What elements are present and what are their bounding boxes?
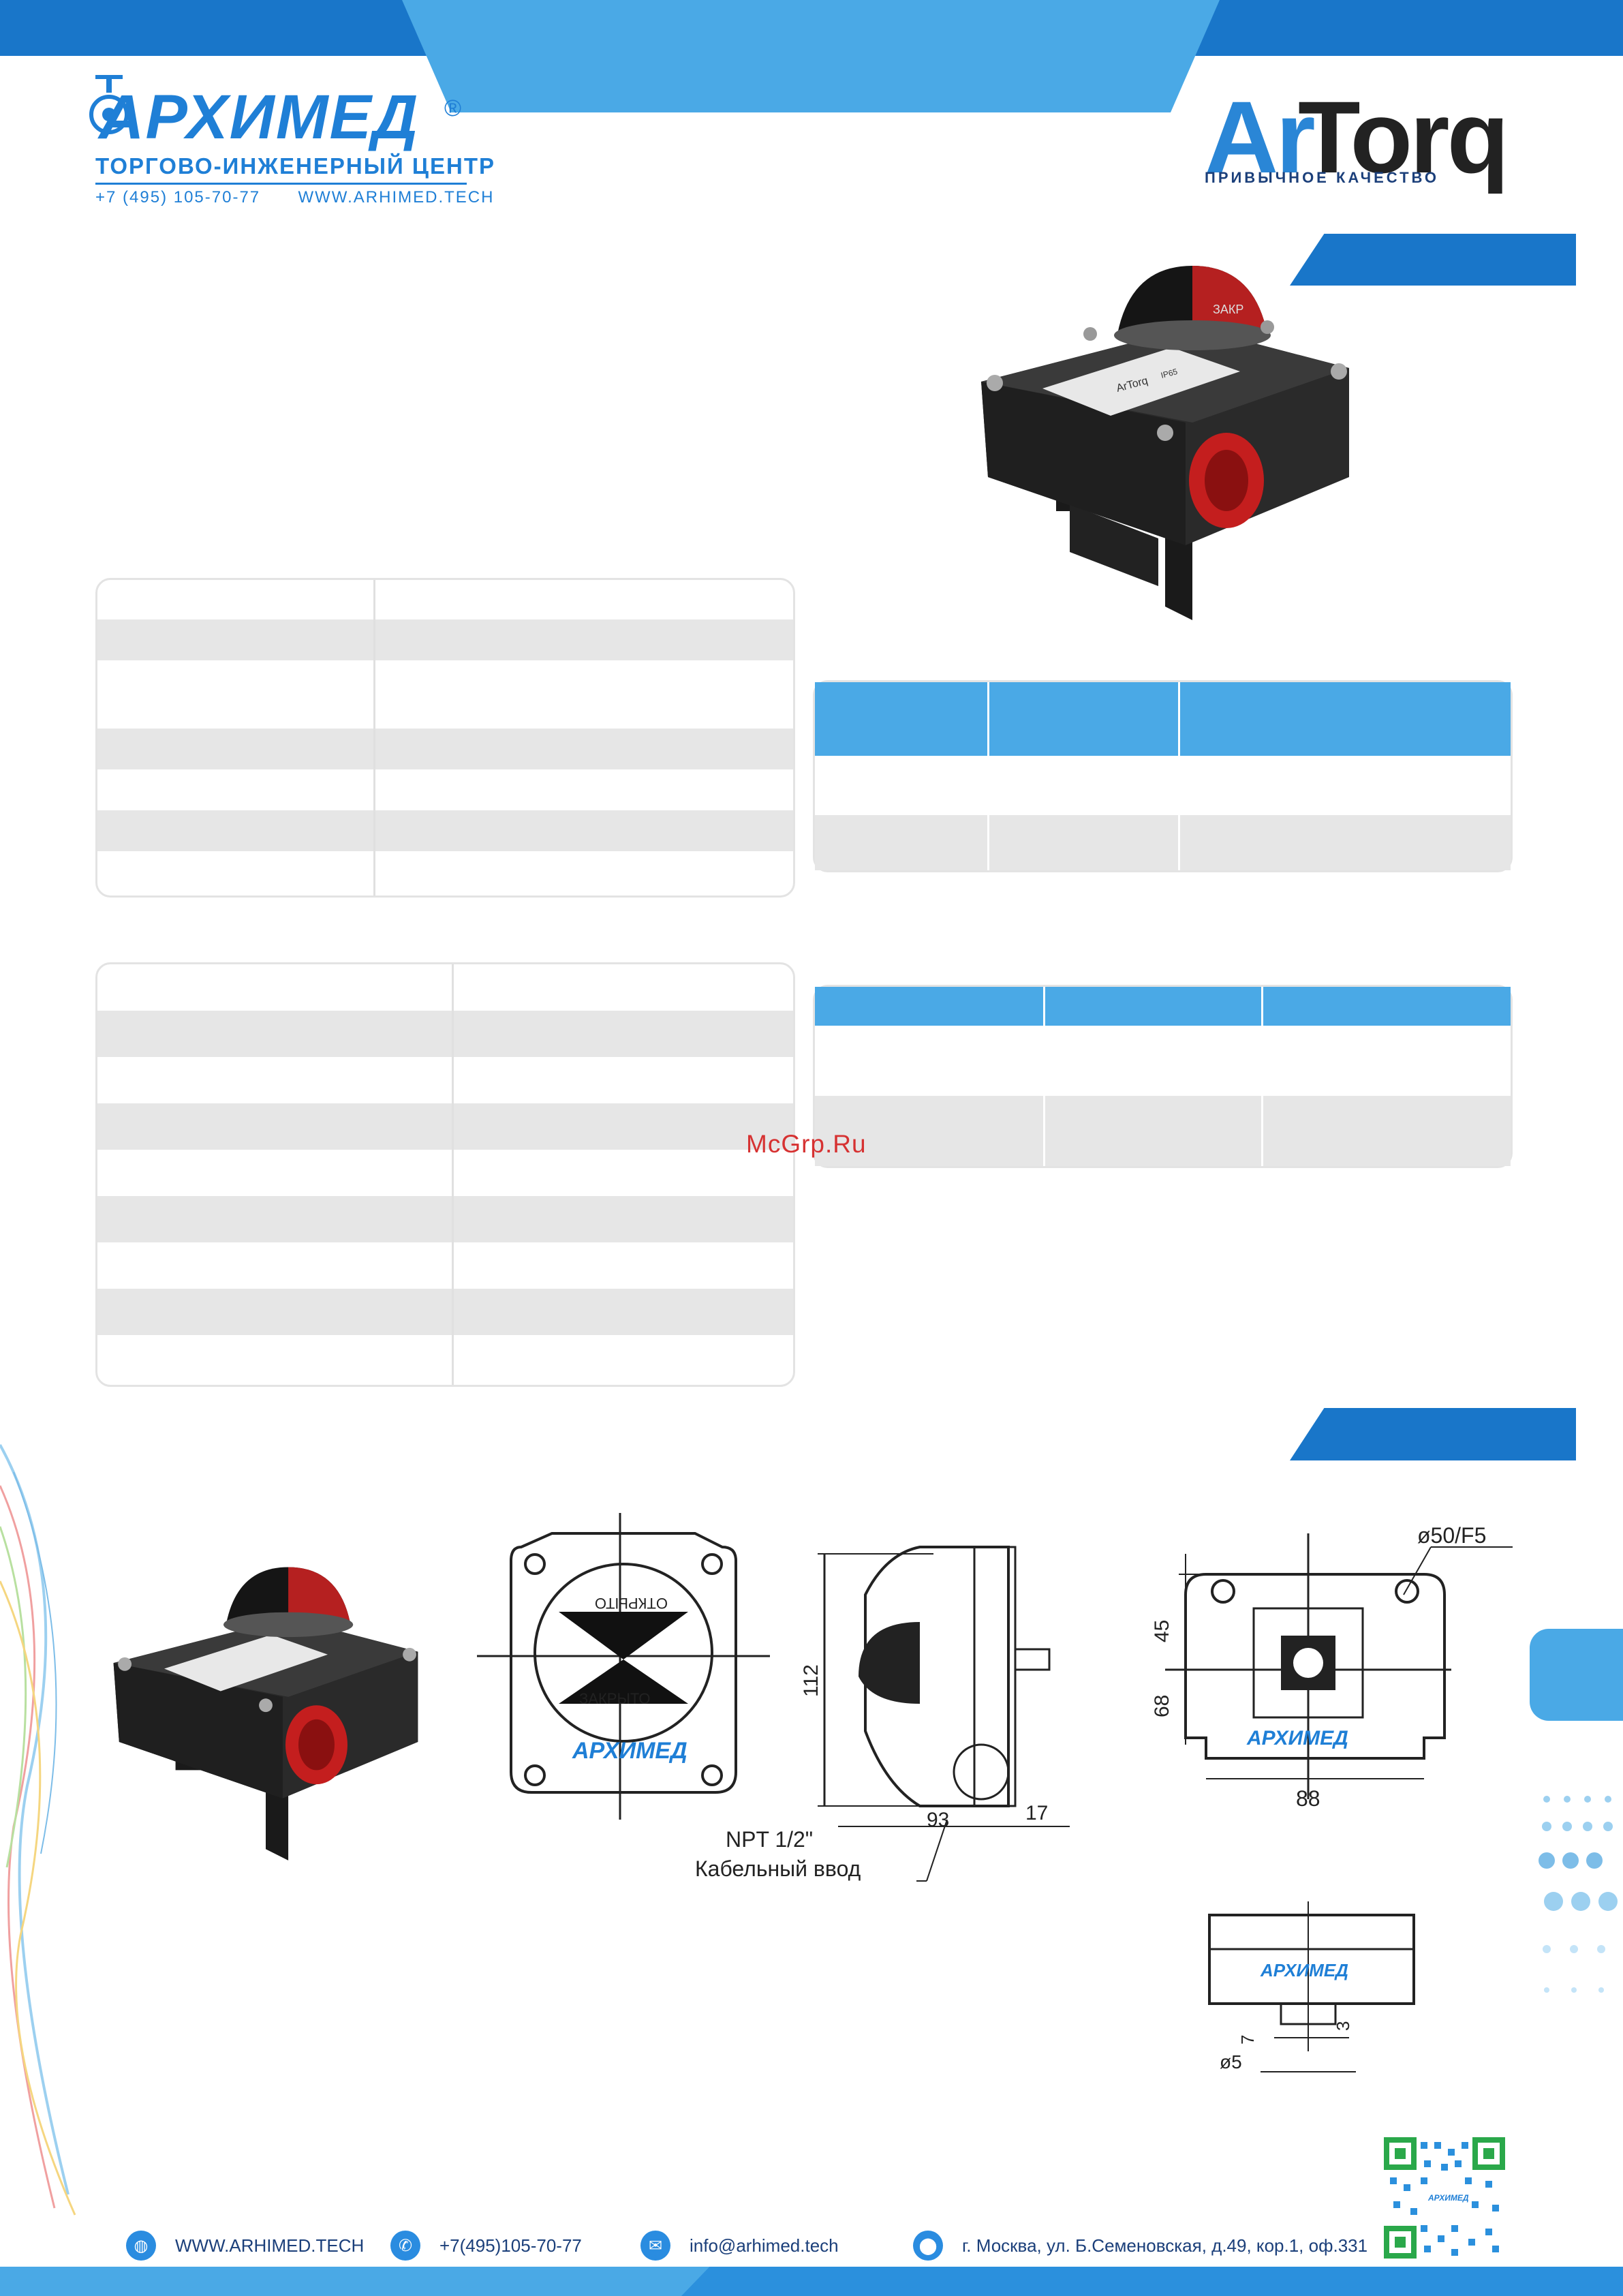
product-photo-small — [113, 1567, 418, 1861]
dim-height: 112 — [800, 1664, 822, 1697]
footer-phone-text: +7(495)105-70-77 — [439, 2235, 582, 2256]
brand-part-ar: Ar — [1205, 80, 1316, 194]
dim-three: 3 — [1333, 2021, 1353, 2031]
brand-slogan: ПРИВЫЧНОЕ КАЧЕСТВО — [1205, 169, 1439, 186]
globe-icon: ◍ — [126, 2231, 156, 2261]
spec-table-1 — [95, 578, 795, 898]
valve-icon — [89, 75, 129, 134]
qr-code[interactable]: АРХИМЕД — [1383, 2137, 1506, 2259]
table-row — [97, 619, 793, 660]
table-row — [97, 1196, 793, 1242]
cable-entry-label: Кабельный ввод — [695, 1856, 861, 1881]
drawing-closed-label: ЗАКРЫТО — [579, 1690, 651, 1707]
logo-website[interactable]: WWW.ARHIMED.TECH — [298, 188, 495, 206]
table-column-divider — [1261, 987, 1263, 1166]
side-tab — [1530, 1629, 1623, 1721]
footer-email-text: info@arhimed.tech — [690, 2235, 839, 2256]
logo-contacts: +7 (495) 105-70-77 WWW.ARHIMED.TECH — [95, 188, 494, 207]
dim-upper: 45 — [1151, 1620, 1173, 1642]
dome-text: ЗАКР — [1213, 303, 1243, 316]
spec-table-3 — [813, 680, 1513, 872]
decorative-dots-right — [1539, 1796, 1618, 1993]
decorative-waves-left — [0, 1444, 76, 2216]
spec-table-4 — [813, 985, 1513, 1168]
footer-band-accent — [681, 2267, 1623, 2296]
dim-lower: 68 — [1151, 1695, 1173, 1717]
table-row — [97, 769, 793, 810]
thread-label: NPT 1/2" — [726, 1827, 813, 1852]
table-column-divider — [987, 682, 989, 870]
dim-width: 88 — [1296, 1786, 1320, 1811]
section-tab-dimensions — [1290, 1408, 1576, 1460]
footer-address: ⬤ г. Москва, ул. Б.Семеновская, д.49, ко… — [913, 2229, 1367, 2263]
drawing-front-view: ОТКРЫТО ЗАКРЫТО АРХИМЕД — [477, 1513, 770, 1820]
table-row — [97, 1103, 793, 1150]
spec-table-2 — [95, 962, 795, 1387]
dim-shaft: 17 — [1025, 1802, 1048, 1824]
logo-phone: +7 (495) 105-70-77 — [95, 188, 261, 206]
table-header — [815, 987, 1511, 1026]
photo-label-rating: IP65 — [1160, 367, 1179, 380]
table-row — [97, 1011, 793, 1057]
brand-part-torq: Torq — [1298, 80, 1509, 194]
location-pin-icon: ⬤ — [913, 2231, 943, 2261]
footer-address-text: г. Москва, ул. Б.Семеновская, д.49, кор.… — [962, 2235, 1368, 2256]
header-tab — [402, 0, 1220, 112]
table-column-divider — [373, 580, 375, 896]
company-tagline: ТОРГОВО-ИНЖЕНЕРНЫЙ ЦЕНТР — [95, 153, 496, 179]
company-wordmark: АРХИМЕД — [99, 82, 420, 152]
table-column-divider — [1178, 682, 1180, 870]
drawing-open-label: ОТКРЫТО — [595, 1595, 668, 1612]
watermark: McGrp.Ru — [746, 1130, 867, 1158]
table-row — [97, 1289, 793, 1335]
table-row — [815, 1096, 1511, 1166]
product-photo: ArTorq IP65 ЗАКР — [981, 266, 1349, 620]
table-row — [97, 810, 793, 851]
svg-text:АРХИМЕД: АРХИМЕД — [1427, 2193, 1469, 2203]
footer-email[interactable]: ✉ info@arhimed.tech — [640, 2229, 839, 2263]
phone-icon: ✆ — [390, 2231, 420, 2261]
footer-website[interactable]: ◍ WWW.ARHIMED.TECH — [126, 2229, 364, 2263]
table-row — [97, 729, 793, 769]
drawing-bottom-view: 7 3 ø5 АРХИМЕД — [1208, 1901, 1415, 2072]
table-column-divider — [452, 964, 454, 1385]
table-header — [815, 682, 1511, 756]
drawing-top-view: 45 68 88 ø50/F5 АРХИМЕД — [1151, 1523, 1513, 1811]
table-row — [815, 815, 1511, 870]
table-row — [97, 660, 793, 729]
logo-divider — [95, 183, 467, 185]
dim-depth: 93 — [927, 1809, 949, 1831]
registered-mark: ® — [444, 95, 462, 121]
mail-icon: ✉ — [640, 2231, 670, 2261]
drawing-side-view: 112 93 17 NPT 1/2" Кабельный ввод — [695, 1546, 1070, 1882]
drawing-logo-bottom: АРХИМЕД — [1260, 1960, 1348, 1980]
drawing-logo-front: АРХИМЕД — [572, 1738, 687, 1764]
drawing-logo-top: АРХИМЕД — [1246, 1727, 1348, 1749]
section-tab-specs — [1290, 234, 1576, 286]
dim-diameter: ø5 — [1220, 2051, 1242, 2072]
dim-seven: 7 — [1237, 2035, 1258, 2045]
dim-circle: ø50/F5 — [1417, 1523, 1486, 1548]
footer-website-text: WWW.ARHIMED.TECH — [175, 2235, 365, 2256]
footer-phone[interactable]: ✆ +7(495)105-70-77 — [390, 2229, 582, 2263]
table-column-divider — [1043, 987, 1045, 1166]
